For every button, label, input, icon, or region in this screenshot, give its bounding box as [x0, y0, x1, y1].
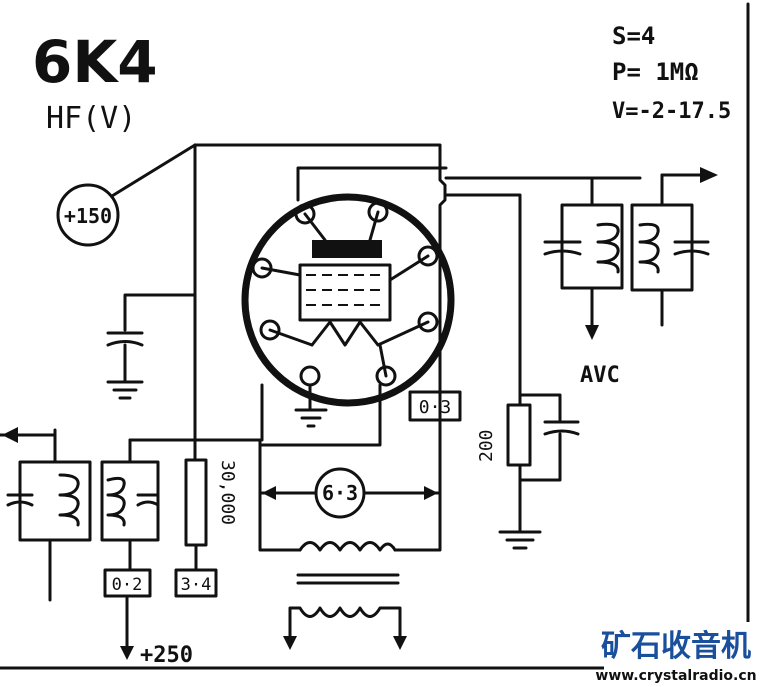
box-03-label: 0·3: [419, 397, 452, 418]
resistor-30000: [184, 458, 208, 547]
heater-label: 6·3: [322, 481, 358, 505]
box-34: [174, 568, 218, 598]
supply-250-label: +250: [140, 643, 193, 668]
output-tank-right: [100, 438, 160, 572]
cap-left-plate2: [106, 340, 144, 347]
supply-150-label: +150: [64, 204, 112, 228]
resistor-30000-label: 30,000: [217, 460, 238, 525]
tube-pins: [251, 201, 439, 387]
ground-symbol-right: [498, 530, 542, 550]
watermark-url: www.crystalradio.cn: [595, 668, 756, 684]
tube-subtitle: HF(V): [46, 101, 136, 136]
watermark-bg: [604, 622, 754, 684]
ground-symbol-tube: [294, 408, 328, 428]
cap-r200-plate2: [543, 429, 580, 436]
wire-cap-left: [123, 293, 197, 332]
arrow-250: [120, 646, 134, 660]
tube-title: 6K4: [32, 28, 158, 96]
supply-150-circle: [56, 183, 120, 247]
spec-s: S=4: [612, 22, 655, 50]
resistor-200-label: 200: [476, 429, 497, 462]
wire-heater-return: [260, 383, 382, 447]
wire-heater-left: [193, 438, 302, 552]
spec-v: V=-2-17.5: [612, 99, 731, 124]
wire-150: [110, 143, 197, 198]
wire-screen: [296, 166, 448, 202]
wire-top-bus: [193, 143, 447, 442]
avc-arrow: [585, 325, 599, 340]
transformer-secondary: [288, 606, 402, 642]
avc-label: AVC: [580, 363, 620, 388]
wire-r200-ground: [518, 432, 562, 532]
transformer-primary: [298, 541, 397, 552]
resistor-200: [506, 403, 532, 467]
input-tank-right: [630, 167, 718, 327]
transformer-arrows: [283, 636, 407, 650]
box-03: [408, 390, 462, 422]
watermark-cn: 矿石收音机: [601, 629, 751, 664]
wire-heater-right: [393, 438, 442, 552]
ground-symbol-left: [106, 380, 144, 400]
wire-grid-avc: [444, 193, 522, 407]
spec-p: P= 1MΩ: [612, 58, 699, 86]
output-tank-left: [0, 427, 92, 602]
box-34-label: 3·4: [181, 575, 212, 595]
wire-r200-cap-top: [518, 393, 562, 422]
wire-r30k-top: [128, 438, 197, 462]
tube-envelope: [241, 193, 455, 407]
tube-electrodes: [260, 210, 430, 378]
box-02-label: 0·2: [112, 575, 143, 595]
input-tank-left: [543, 176, 624, 332]
